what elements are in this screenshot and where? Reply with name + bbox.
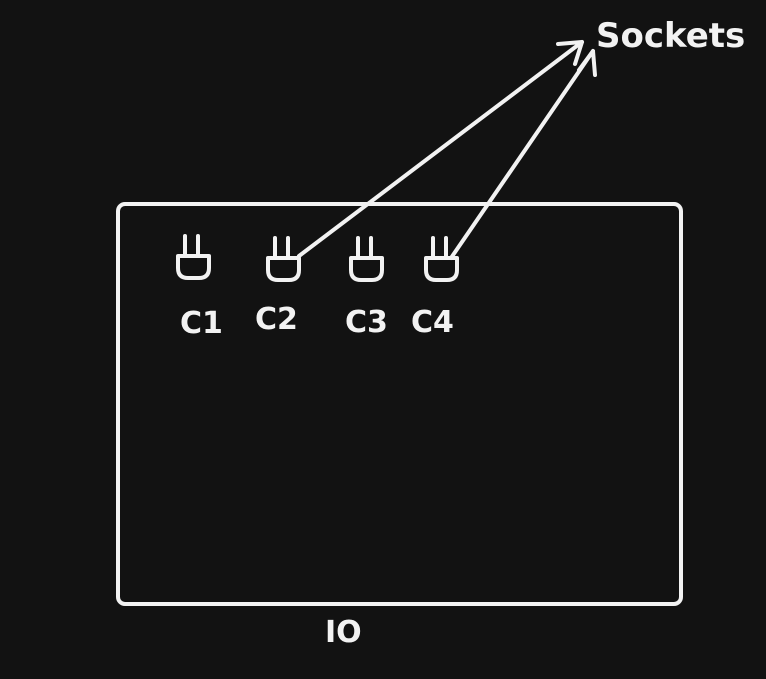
connector-c3: C3	[345, 236, 388, 340]
arrow-c2-to-sockets	[297, 40, 584, 258]
connector-c1: C1	[176, 234, 223, 341]
connector-c4: C4	[411, 236, 459, 340]
sockets-label: Sockets	[596, 16, 745, 56]
connector-c2: C2	[255, 236, 301, 337]
io-container-box	[116, 202, 683, 606]
plug-icon	[349, 236, 384, 282]
plug-icon	[176, 234, 211, 280]
connector-label-c4: C4	[411, 305, 454, 340]
arrow-c4-to-sockets	[449, 49, 597, 260]
arrowhead-icon	[577, 49, 597, 77]
arrowhead-icon	[556, 40, 584, 66]
plug-icon	[424, 236, 459, 282]
connector-label-c3: C3	[345, 305, 388, 340]
connector-label-c1: C1	[180, 306, 223, 341]
connector-label-c2: C2	[255, 302, 298, 337]
plug-icon	[266, 236, 301, 282]
io-label: IO	[325, 615, 362, 650]
